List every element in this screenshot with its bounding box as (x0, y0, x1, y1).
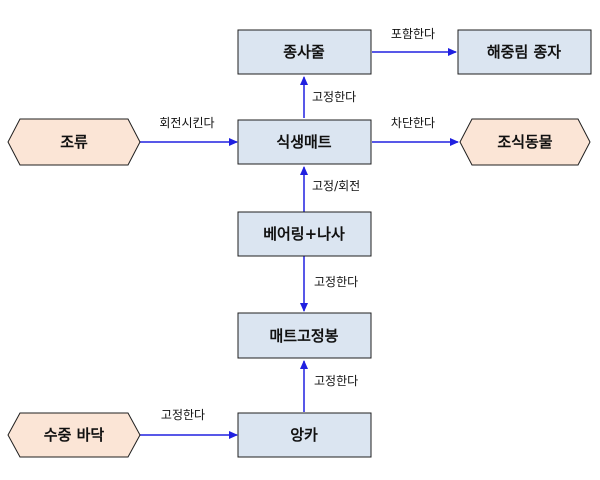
edge-label-rope-seeds: 포함한다 (391, 27, 435, 41)
node-herbivores-hexagon (459, 118, 591, 166)
node-seabed-label: 수중 바닥 (44, 426, 105, 444)
node-mat: 식생매트 (237, 119, 372, 165)
edge-label-algae-mat: 회전시킨다 (159, 116, 214, 130)
edge-label-mat-herbivores: 차단한다 (391, 116, 435, 130)
node-bearing-label: 베어링+나사 (263, 225, 345, 243)
node-algae: 조류 (7, 118, 141, 166)
node-rod-label: 매트고정봉 (269, 327, 338, 345)
node-bearing-box (237, 211, 372, 257)
edge-label-seabed-anchor: 고정한다 (161, 408, 205, 422)
edge-label-bearing-rod: 고정한다 (314, 275, 358, 289)
node-seeds: 해중림 종자 (457, 29, 592, 75)
node-seabed-hexagon (7, 412, 141, 458)
node-bearing: 베어링+나사 (237, 211, 372, 257)
node-rod: 매트고정봉 (237, 312, 372, 359)
node-anchor-label: 앙카 (290, 426, 318, 444)
node-seabed: 수중 바닥 (7, 412, 141, 458)
node-herbivores: 조식동물 (459, 118, 591, 166)
node-seeds-label: 해중림 종자 (487, 43, 561, 61)
edge-label-anchor-rod: 고정한다 (314, 374, 358, 388)
node-rod-box (237, 312, 372, 359)
node-rope: 종사줄 (237, 29, 372, 75)
node-algae-label: 조류 (60, 133, 88, 151)
node-mat-label: 식생매트 (276, 133, 331, 151)
node-rope-label: 종사줄 (283, 43, 325, 61)
node-anchor-box (237, 412, 372, 458)
edges (140, 48, 459, 439)
node-herbivores-label: 조식동물 (497, 133, 552, 151)
node-anchor: 앙카 (237, 412, 372, 458)
edge-label-bearing-mat: 고정/회전 (312, 179, 360, 193)
node-mat-box (237, 119, 372, 165)
node-seeds-box (457, 29, 592, 75)
edge-label-mat-rope: 고정한다 (312, 90, 356, 104)
node-rope-box (237, 29, 372, 75)
node-algae-hexagon (7, 118, 141, 166)
